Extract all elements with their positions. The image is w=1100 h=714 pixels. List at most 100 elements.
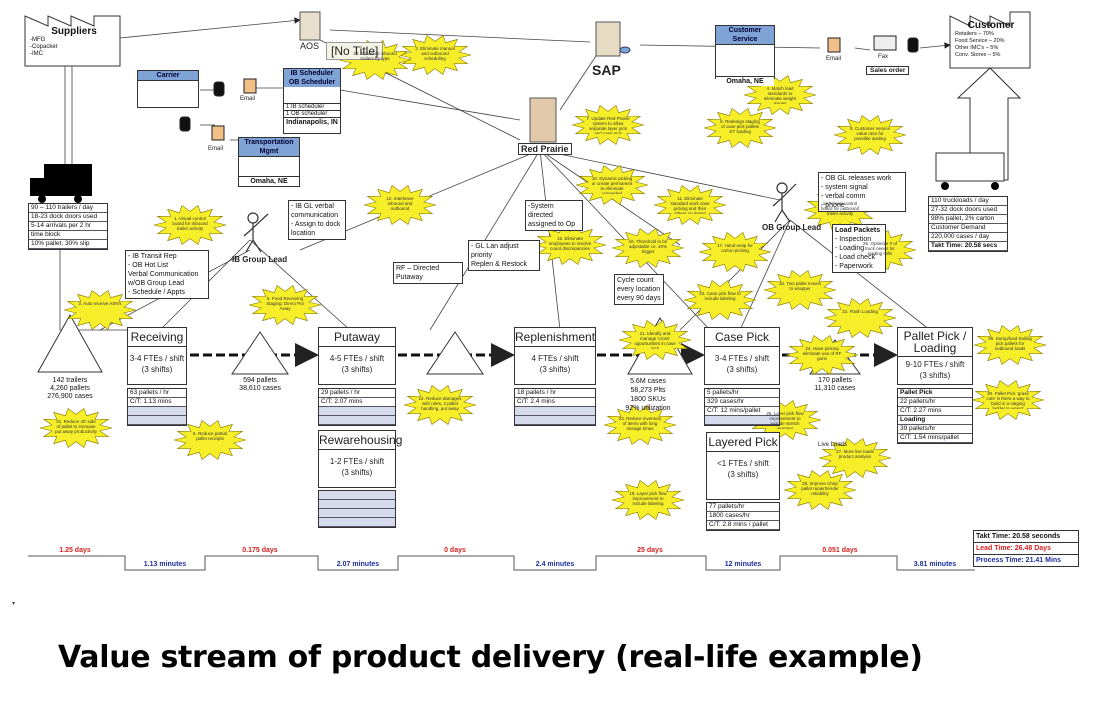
kaizen-burst <box>698 232 772 272</box>
kaizen-burst <box>571 105 645 145</box>
live-loads-label: Live Loads <box>818 442 848 448</box>
customer-title: Customer <box>967 20 1015 31</box>
kaizen-burst-text: 3. Auto receive ASN's <box>78 301 122 306</box>
kaizen-burst-text: 22. Case pick flow to include labeling <box>699 291 741 301</box>
kaizen-burst <box>683 280 757 320</box>
tooltip: [No Title] <box>326 42 384 60</box>
process-rewarehousing: Rewarehousing 1-2 FTEs / shift(3 shifts) <box>318 430 402 488</box>
inventory-triangle <box>37 313 103 373</box>
ib-group-lead-label: IB Group Lead <box>232 255 288 264</box>
process-case-pick: Case Pick 3-4 FTEs / shift(3 shifts) <box>704 327 780 385</box>
kaizen-burst-text: 12. Interleave inbound and outbound <box>386 196 414 211</box>
supplier-line: -IMC <box>30 51 43 57</box>
kaizen-burst <box>153 205 227 245</box>
kaizen-burst-text: 6. Reduce partial pallet receipts <box>192 431 228 441</box>
kaizen-burst <box>818 438 892 478</box>
supplier-line: -MFG <box>30 37 46 43</box>
kaizen-burst-text: 18. Two pallet moves to wrapper <box>778 281 822 291</box>
customer-factory: Customer Retailers – 70% Food Service – … <box>952 20 1030 59</box>
kaizen-burst-text: 17. Hand wrap for carton picking <box>717 243 753 253</box>
supplier-line: -Copacker <box>30 44 58 50</box>
kaizen-burst <box>575 165 649 205</box>
kaizen-burst-text: 5. Food Receiving Staging: Direct Put Aw… <box>266 296 304 311</box>
sales-order-label: Sales order <box>866 66 910 75</box>
kaizen-burst-text: 1. Visual control board for inbound trai… <box>172 216 208 231</box>
process-time: 2.4 minutes <box>535 561 575 568</box>
kaizen-burst <box>403 385 477 425</box>
kaizen-burst-text: 32. Flash Loading <box>842 309 878 314</box>
kaizen-burst <box>785 335 859 375</box>
suppliers-title: Suppliers <box>51 26 97 37</box>
kaizen-burst-text: 23. Reduce inventory of items with long … <box>618 416 662 431</box>
kaizen-burst-text: 27. More live loads product analysis <box>836 449 874 459</box>
kaizen-burst-text: 28. Improve Chep pallet repair/tender re… <box>801 481 839 496</box>
chevron-down-icon: ▾ <box>12 601 16 607</box>
kaizen-burst-text: 24. Have picking eliminate use of RF gun… <box>802 346 842 361</box>
inbound-truck-data: 90 – 110 trailers / day 18-23 dock doors… <box>28 203 108 250</box>
kaizen-burst-text: 7. Update Red Prairie system to allow se… <box>586 116 630 134</box>
kaizen-burst <box>973 325 1047 365</box>
kaizen-burst <box>783 470 857 510</box>
process-layered-pick: Layered Pick <1 FTEs / shift(3 shifts) <box>706 432 780 500</box>
kaizen-burst <box>63 290 137 330</box>
email-label: Email <box>826 56 842 62</box>
process-pallet-pick-loading: Pallet Pick /Loading 9-10 FTEs / shift(3… <box>897 327 973 385</box>
customer-line: Food Service – 20% <box>955 38 1005 44</box>
pallet-pick-data: Pallet Pick 22 pallets/hr C/T: 2.27 mins… <box>897 388 973 444</box>
load-packets-note: Load Packets- Inspection- Loading- Load … <box>832 224 886 273</box>
wait-time: 25 days <box>637 547 663 554</box>
customer-line: Conv. Stores – 5% <box>955 52 1001 58</box>
case-pick-data: 5 pallets/hr 329 cases/hr C/T: 12 mins/p… <box>704 388 780 426</box>
process-time: 12 minutes <box>724 561 762 568</box>
kaizen-burst-text: 8. Redesign staging of case pick pallets… <box>720 119 760 134</box>
kaizen-burst-text: 16. Threshold to be adjustable i.e. 40% … <box>628 239 668 254</box>
kaizen-burst-text: 19. Layer pick flow improvement to inclu… <box>629 491 667 506</box>
kaizen-burst <box>833 115 907 155</box>
timeline-summary-box: Takt Time: 20.58 seconds Lead Time: 26.4… <box>973 530 1079 567</box>
kaizen-burst-text: 10. Dynamic picking or create permanent … <box>591 176 633 194</box>
kaizen-burst-text: 11. Eliminate standard work case picking… <box>670 196 710 214</box>
rf-putaway-note: RF – Directed Putaway <box>393 262 463 284</box>
kaizen-burst <box>618 320 692 360</box>
customer-line: Other IMC's – 5% <box>955 45 999 51</box>
ib-scheduler-entity: IB Scheduler OB Scheduler 1 IB scheduler… <box>283 68 341 134</box>
replenishment-data: 18 pallets / hr C/T: 2.4 mins <box>514 388 596 426</box>
customer-line: Retailers – 70% <box>955 31 994 37</box>
wait-time: 1.25 days <box>59 547 91 554</box>
kaizen-burst-text: 25. Layer pick flow improvement to inclu… <box>766 411 804 429</box>
kaizen-burst-text: 9. Customer service value ratio for poss… <box>849 126 890 141</box>
kaizen-burst <box>653 185 727 225</box>
kaizen-burst <box>173 420 247 460</box>
kaizen-burst-text: 31. Reduce 40' side of pallet to increas… <box>54 419 98 434</box>
kaizen-burst-text: 15. Eliminate employees to resolve count… <box>548 236 592 251</box>
suppliers-factory: Suppliers -MFG -Copacker -IMC <box>30 26 118 58</box>
outbound-truck-data: 110 truckloads / day 27-32 dock doors us… <box>928 196 1008 252</box>
process-putaway: Putaway 4-5 FTEs / shift(3 shifts) <box>318 327 396 385</box>
fax-label: Fax <box>878 54 889 60</box>
kaizen-burst-text: 14. Reduce damages with rules, 2 pallet … <box>418 396 462 411</box>
kaizen-burst <box>703 108 777 148</box>
kaizen-burst-text: 29. Dump/load trailing pick pallets for … <box>988 336 1032 351</box>
kaizen-burst-text: 13. Visual control board for outbound tr… <box>820 201 860 216</box>
kaizen-burst-text: 4. Match load standards to eliminate wei… <box>763 86 797 104</box>
process-receiving: Receiving 3-4 FTEs / shift(3 shifts) <box>127 327 187 385</box>
process-time: 1.13 minutes <box>143 561 187 568</box>
ob-gl-note: - OB GL releases work- system signal- ve… <box>818 172 906 212</box>
process-time: 3.81 minutes <box>913 561 957 568</box>
receiving-data: 63 pallets / hr C/T: 1.13 mins <box>127 388 187 426</box>
kaizen-burst-text: 20. Schedule inbound trailers by type <box>353 51 397 61</box>
putaway-data: 29 pallets / hr C/T: 2.07 mins <box>318 388 396 426</box>
kaizen-burst <box>611 228 685 268</box>
kaizen-burst-text: 26. Optimize # of truck needs for loadin… <box>862 241 898 256</box>
kaizen-burst <box>39 408 113 448</box>
kaizen-burst <box>823 298 897 338</box>
process-replenishment: Replenishment 4 FTEs / shift(3 shifts) <box>514 327 596 385</box>
kaizen-burst-text: 30. Pallet Pick 'grass cuts' is there a … <box>986 391 1030 409</box>
